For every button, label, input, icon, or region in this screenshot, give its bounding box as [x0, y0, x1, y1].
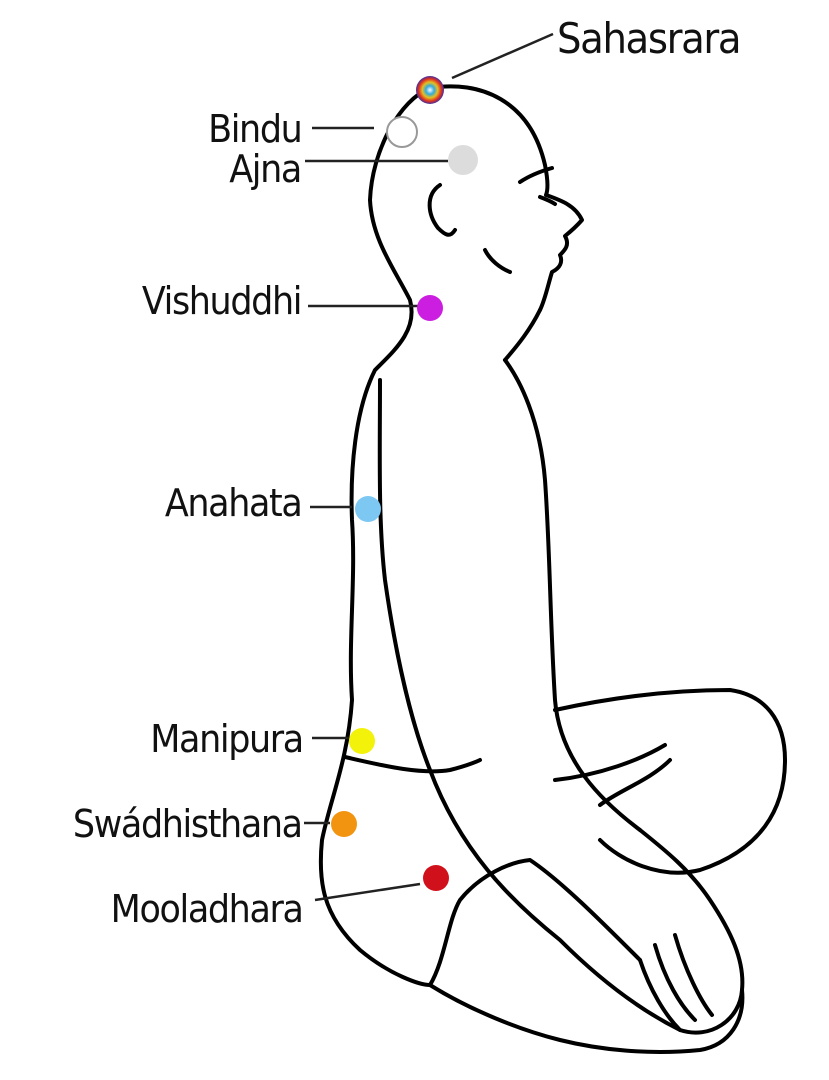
bindu-dot [386, 116, 418, 148]
label-mooladhara: Mooladhara [111, 887, 304, 931]
figure-outline [318, 84, 787, 1054]
label-sahasrara: Sahasrara [557, 14, 742, 63]
mooladhara-line [314, 882, 421, 902]
label-bindu: Bindu [207, 107, 303, 151]
ajna-dot [448, 145, 478, 175]
label-vishuddhi: Vishuddhi [141, 279, 303, 323]
mooladhara-dot [423, 865, 449, 891]
leader-lines [304, 32, 554, 902]
label-swadhisthana: Swádhisthana [73, 802, 303, 846]
manipura-dot [349, 728, 375, 754]
vishuddhi-dot [417, 295, 443, 321]
label-ajna: Ajna [229, 147, 302, 191]
sahasrara-line [451, 32, 554, 80]
label-anahata: Anahata [164, 481, 302, 525]
label-manipura: Manipura [150, 717, 304, 761]
anahata-dot [355, 496, 381, 522]
sahasrara-dot [416, 76, 444, 104]
swadhisthana-dot [331, 811, 357, 837]
